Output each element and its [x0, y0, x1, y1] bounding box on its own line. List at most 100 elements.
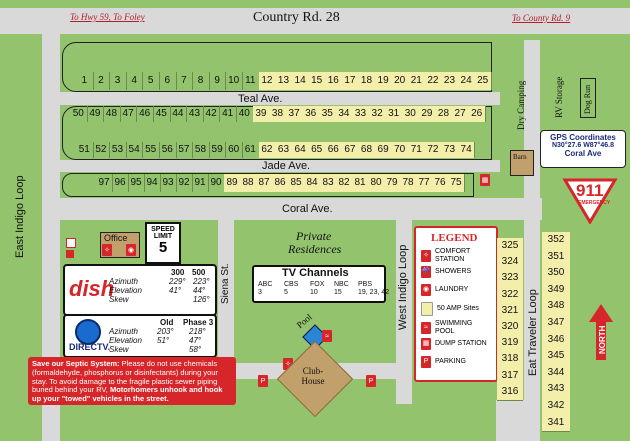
rv-storage-label: RV Storage — [554, 76, 564, 118]
site-76: 76 — [432, 174, 449, 192]
site-77: 77 — [416, 174, 433, 192]
office-laundry-icon: ◉ — [126, 244, 136, 256]
site-343: 343 — [542, 381, 570, 399]
residences-label: Residences — [288, 242, 342, 256]
speed-limit-sign: SPEED LIMIT 5 — [145, 222, 181, 264]
gps-coords: N30°27.6 W87°46.8 — [551, 142, 615, 149]
tv-channel-number: 15 — [334, 289, 342, 296]
site-346: 346 — [542, 331, 570, 350]
site-35: 35 — [319, 106, 337, 122]
site-63: 63 — [275, 142, 293, 158]
site-60: 60 — [225, 142, 243, 158]
site-349: 349 — [542, 281, 570, 300]
site-47: 47 — [120, 106, 138, 122]
legend-item: ☔SHOWERS — [421, 266, 487, 278]
site-28: 28 — [435, 106, 453, 122]
site-61: 61 — [242, 142, 260, 158]
gps-title: GPS Coordinates — [550, 133, 616, 142]
dish-rows-cell: 44° — [193, 286, 206, 295]
legend-item: ✧ COMFORT STATION — [421, 248, 487, 264]
site-43: 43 — [186, 106, 204, 122]
directv-rows-cell: Azimuth — [109, 327, 138, 336]
west-indigo-loop-label: West Indigo Loop — [397, 244, 409, 330]
site-4: 4 — [126, 72, 144, 90]
clubhouse-comfort-icon: ✧ — [283, 358, 293, 370]
site-37: 37 — [285, 106, 304, 122]
site-93: 93 — [160, 174, 177, 192]
legend-icon: ✧ — [421, 250, 431, 262]
tv-channel-number: 5 — [284, 289, 288, 296]
teal-ave-label: Teal Ave. — [238, 93, 283, 105]
dry-camping-label: Dry Camping — [516, 80, 526, 130]
site-66: 66 — [325, 142, 343, 158]
site-21: 21 — [408, 72, 426, 90]
septic-title: Save our Septic System: — [32, 359, 120, 368]
dish-header-1: 300 — [171, 268, 185, 277]
site-95: 95 — [128, 174, 145, 192]
site-25: 25 — [474, 72, 492, 90]
site-71: 71 — [408, 142, 426, 158]
tv-channel-network: PBS — [358, 281, 373, 288]
site-19: 19 — [374, 72, 393, 90]
legend-label: COMFORT STATION — [435, 248, 471, 263]
site-323: 323 — [497, 270, 523, 288]
site-14: 14 — [291, 72, 310, 90]
site-41: 41 — [219, 106, 237, 122]
site-97: 97 — [96, 174, 113, 192]
site-352: 352 — [542, 232, 570, 250]
east-indigo-loop-label: East Indigo Loop — [14, 175, 26, 258]
tv-channel-number: 3 — [258, 289, 262, 296]
legend-icon: ▦ — [421, 338, 431, 350]
site-51: 51 — [76, 142, 94, 158]
site-317: 317 — [497, 367, 523, 385]
site-22: 22 — [424, 72, 443, 90]
jade-ave-label: Jade Ave. — [262, 160, 311, 172]
site-49: 49 — [87, 106, 105, 122]
site-8: 8 — [192, 72, 210, 90]
site-351: 351 — [542, 248, 570, 267]
legend-icon: ≈ — [421, 322, 431, 334]
dish-rows-cell: 126° — [193, 295, 210, 304]
site-11: 11 — [242, 72, 260, 90]
site-53: 53 — [109, 142, 127, 158]
barn — [510, 150, 534, 176]
site-321: 321 — [497, 302, 523, 320]
directv-logo: DIRECTV. — [69, 342, 111, 352]
gps-place: Coral Ave — [564, 149, 602, 158]
legend-item: ◉LAUNDRY — [421, 284, 487, 296]
dish-rows-cell: Skew — [109, 295, 129, 304]
site-36: 36 — [302, 106, 320, 122]
directv-rows-cell: 58° — [189, 345, 202, 354]
site-341: 341 — [542, 414, 570, 433]
site-9: 9 — [209, 72, 227, 90]
site-91: 91 — [192, 174, 209, 192]
site-45: 45 — [153, 106, 171, 122]
site-69: 69 — [374, 142, 393, 158]
site-90: 90 — [208, 174, 225, 192]
tv-channel-network: NBC — [334, 281, 349, 288]
site-42: 42 — [203, 106, 221, 122]
legend-label: PARKING — [435, 358, 466, 365]
siena-st-label: Siena St. — [220, 263, 231, 304]
site-31: 31 — [385, 106, 403, 122]
speed-line1: SPEED — [151, 226, 175, 233]
site-15: 15 — [308, 72, 326, 90]
dish-rows-cell: 223° — [193, 277, 210, 286]
site-30: 30 — [402, 106, 420, 122]
dish-logo: dish — [69, 276, 115, 301]
site-347: 347 — [542, 315, 570, 333]
site-26: 26 — [468, 106, 486, 122]
site-318: 318 — [497, 351, 523, 369]
dish-rows-cell: 229° — [169, 277, 186, 286]
site-324: 324 — [497, 254, 523, 272]
site-20: 20 — [391, 72, 409, 90]
parking-icon-2: P — [366, 375, 376, 387]
site-3: 3 — [109, 72, 127, 90]
site-82: 82 — [336, 174, 353, 192]
site-92: 92 — [176, 174, 193, 192]
directv-header-2: Phase 3 — [183, 318, 214, 327]
site-7: 7 — [176, 72, 194, 90]
